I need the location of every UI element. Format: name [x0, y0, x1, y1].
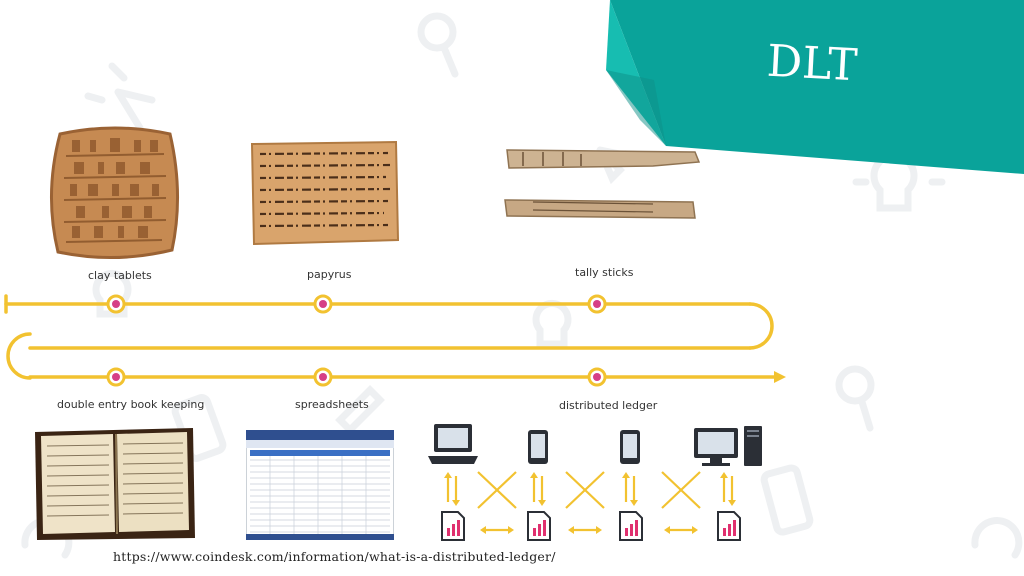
sync-arrows — [446, 471, 734, 532]
laptop-icon — [428, 424, 478, 464]
stage-label-clay-tablets: clay tablets — [88, 269, 152, 282]
magnifier-doodle-icon — [417, 12, 457, 52]
page-title: DLT — [765, 35, 859, 92]
magnifier-doodle-icon-2 — [835, 365, 875, 405]
papyrus-image — [250, 140, 400, 246]
document-chart-icon-4 — [717, 511, 741, 541]
document-chart-icon-3 — [619, 511, 643, 541]
ledger-book-image — [35, 428, 195, 540]
tally-sticks-image — [504, 149, 701, 219]
phone-doodle-icon — [760, 464, 814, 536]
stage-label-double-entry: double entry book keeping — [57, 398, 205, 411]
document-chart-icon — [441, 511, 465, 541]
desktop-icon — [694, 428, 738, 466]
clay-tablet-image — [49, 126, 180, 260]
stage-label-papyrus: papyrus — [307, 268, 352, 281]
phone-icon — [528, 430, 548, 464]
title-banner — [606, 0, 1024, 174]
refresh-doodle-icon — [971, 517, 1023, 559]
cursor-doodle-icon — [84, 62, 156, 132]
stage-label-distributed-ledger: distributed ledger — [559, 399, 658, 412]
tower-icon — [744, 426, 762, 466]
stage-label-spreadsheets: spreadsheets — [295, 398, 369, 411]
phone-icon-2 — [620, 430, 640, 464]
timeline-path — [4, 294, 786, 387]
document-chart-icon-2 — [527, 511, 551, 541]
source-url[interactable]: https://www.coindesk.com/information/wha… — [113, 549, 556, 564]
spreadsheet-image — [246, 430, 394, 540]
stage-label-tally-sticks: tally sticks — [575, 266, 634, 279]
distributed-ledger-diagram — [428, 424, 762, 541]
pencil-doodle-icon — [335, 385, 385, 435]
timeline-nodes — [106, 294, 607, 387]
